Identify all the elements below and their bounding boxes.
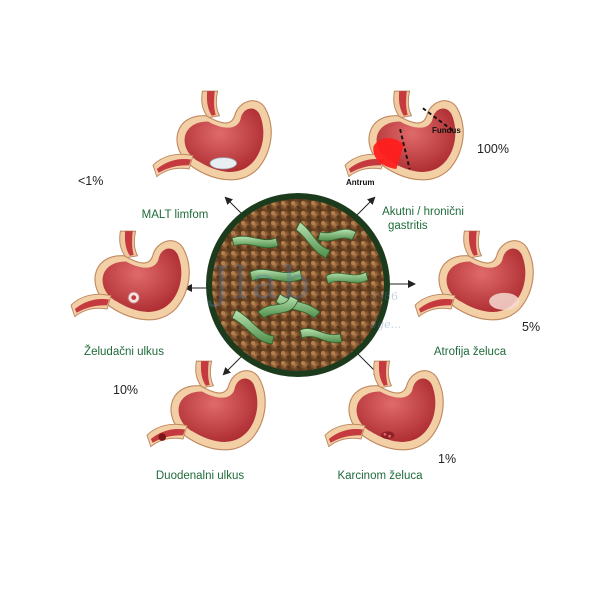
stomach-duodenal (147, 361, 265, 450)
label-atrophy: Atrofija želuca (410, 345, 530, 359)
label-duodenal: Duodenalni ulkus (140, 469, 260, 483)
percent-atrophy: 5% (522, 320, 540, 334)
stomach-malt (153, 91, 271, 180)
label-gastric-ulcer: Želudačni ulkus (64, 345, 184, 359)
antrum-label: Antrum (346, 178, 374, 187)
watermark-year: 1986 (370, 290, 398, 303)
percent-malt: <1% (78, 174, 103, 188)
label-gastritis-line1: Akutni / hronični (368, 205, 478, 219)
label-carcinoma: Karcinom želuca (320, 469, 440, 483)
percent-carcinoma: 1% (438, 452, 456, 466)
stomach-carcinoma (325, 361, 443, 450)
label-gastritis-line2: gastritis (368, 219, 478, 233)
stomach-gastric-ulcer (71, 231, 189, 320)
percent-duodenal: 10% (113, 383, 138, 397)
label-malt: MALT limfom (120, 208, 230, 222)
watermark-main: Jlab (212, 258, 314, 309)
stomach-atrophy (415, 231, 533, 320)
label-gastritis: Akutni / hronični gastritis (368, 205, 478, 233)
stomach-gastritis (345, 91, 463, 180)
percent-gastritis: 100% (477, 142, 509, 156)
watermark-tail: dge... (370, 318, 401, 331)
fundus-label: Fundus (432, 126, 461, 135)
